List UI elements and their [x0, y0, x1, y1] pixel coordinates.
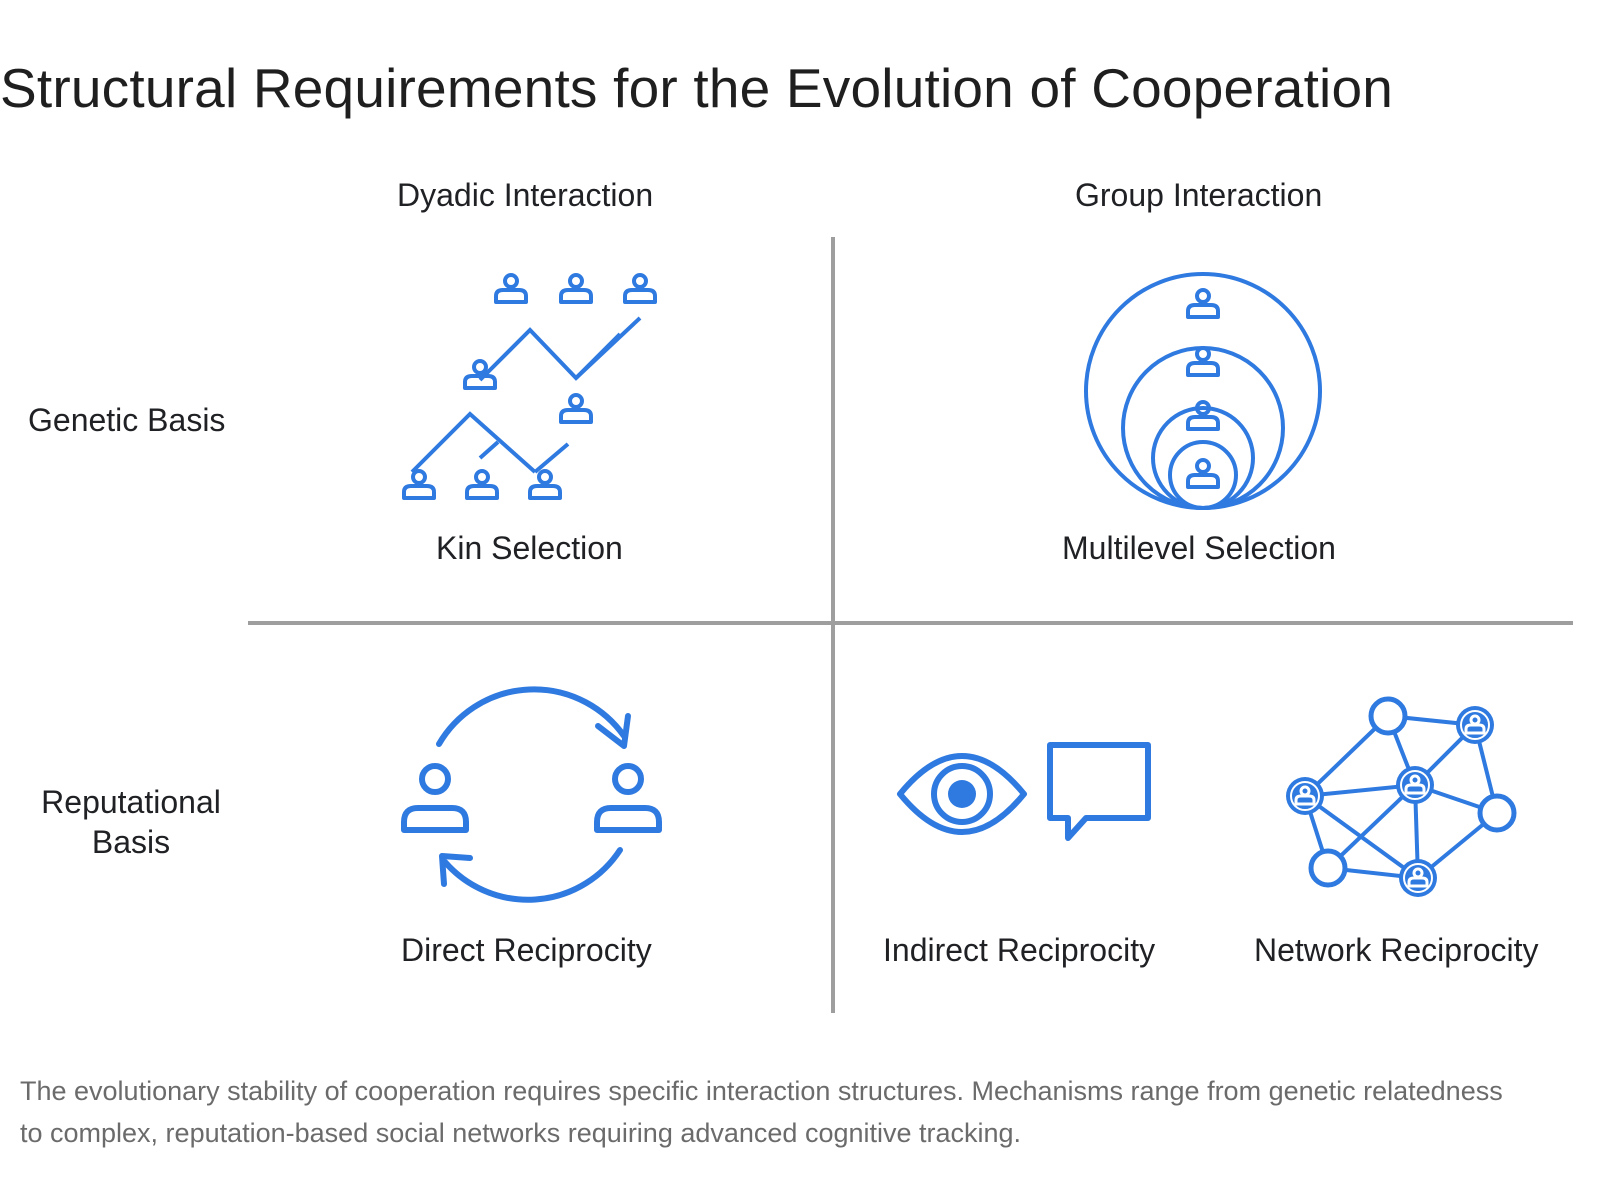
row-header-genetic: Genetic Basis	[28, 402, 226, 438]
network-graph-icon	[1286, 696, 1517, 897]
label-multilevel-selection: Multilevel Selection	[1062, 530, 1336, 566]
label-direct-reciprocity: Direct Reciprocity	[401, 932, 652, 968]
label-kin-selection: Kin Selection	[436, 530, 623, 566]
exchange-cycle-icon	[401, 686, 662, 903]
column-header-group: Group Interaction	[1075, 177, 1323, 213]
column-header-dyadic: Dyadic Interaction	[397, 177, 654, 213]
family-tree-icon	[402, 273, 657, 500]
figure-caption: The evolutionary stability of cooperatio…	[20, 1076, 1503, 1148]
speech-bubble-icon	[1047, 742, 1151, 841]
row-header-reputational: Reputational Basis	[41, 784, 221, 860]
page-title: Structural Requirements for the Evolutio…	[0, 57, 1394, 119]
eye-icon	[897, 753, 1027, 835]
label-indirect-reciprocity: Indirect Reciprocity	[883, 932, 1156, 968]
label-network-reciprocity: Network Reciprocity	[1254, 932, 1539, 968]
nested-groups-icon	[1084, 272, 1322, 510]
